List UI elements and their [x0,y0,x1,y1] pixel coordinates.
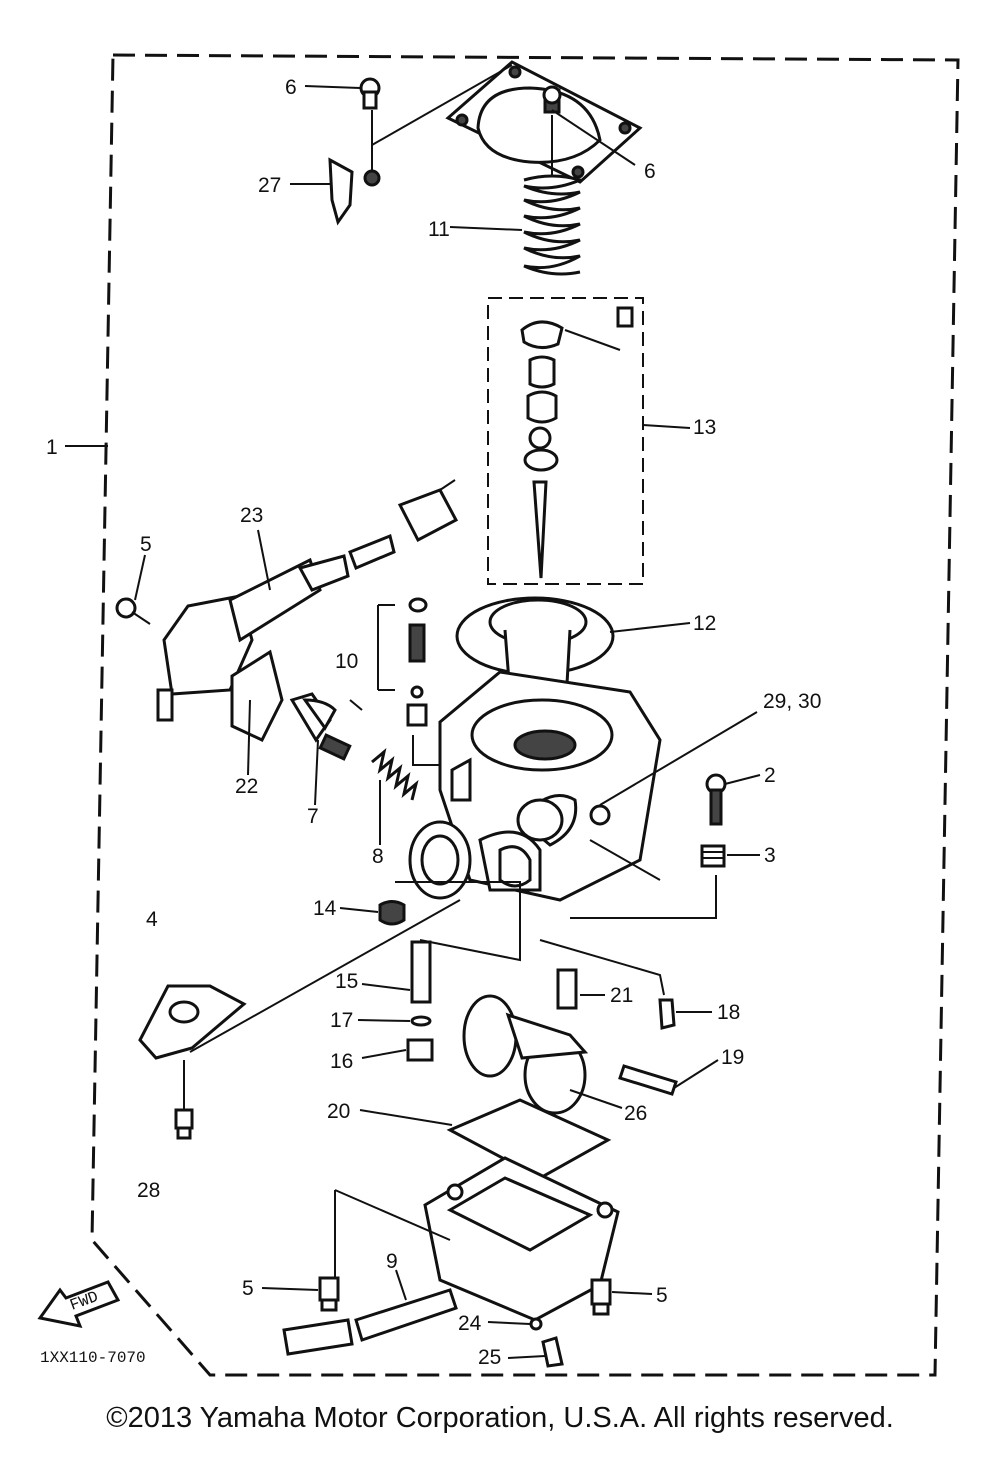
clamp-27 [328,157,381,226]
callout-26: 26 [624,1102,647,1125]
callout-24: 24 [458,1312,482,1335]
leader-jets [395,881,521,962]
screw-5-bottom-right [590,1278,612,1316]
callout-13: 13 [693,416,716,439]
needle-kit-parts [520,306,634,579]
pilot-screw-set-10 [377,597,440,766]
callout-16: 16 [330,1050,353,1073]
callout-29-30: 29, 30 [763,690,821,713]
top-cover [445,60,643,184]
needle-kit-box [487,297,644,585]
main-jet-16 [406,1038,434,1062]
copyright-notice: ©2013 Yamaha Motor Corporation, U.S.A. A… [106,1402,894,1434]
callout-12: 12 [693,612,716,635]
callout-25: 25 [478,1346,501,1369]
spring-3 [700,844,726,868]
leader-2 [589,839,661,881]
callout-11: 11 [428,218,450,241]
leader-3 [570,875,717,919]
oring-17 [410,1015,432,1027]
carburetor-body [408,670,662,902]
fwd-arrow-icon: FWD [37,1280,121,1329]
fwd-label: FWD [68,1288,101,1315]
callout-22: 22 [235,775,258,798]
callout-3: 3 [764,844,776,867]
drain-hose-9 [282,1288,458,1356]
callout-6-top: 6 [285,76,297,99]
callout-28: 28 [137,1179,160,1202]
spring-11 [523,115,585,276]
float-bowl [423,1156,620,1322]
callout-5-left: 5 [140,533,152,556]
callout-8: 8 [372,845,384,868]
oring-24 [529,1317,543,1331]
callout-14: 14 [313,897,337,920]
drain-screw-25 [541,1336,564,1368]
callout-20: 20 [327,1100,350,1123]
callout-7: 7 [307,805,319,828]
leader-18 [539,939,665,996]
throttle-screw-7 [289,692,363,761]
plug-14 [378,900,406,926]
leader-5-left [334,1189,451,1278]
callout-2: 2 [764,764,776,787]
callout-27: 27 [258,174,281,197]
callout-4: 4 [146,908,158,931]
needle-valve-18 [658,998,676,1030]
bracket-4 [138,984,247,1060]
callout-1: 1 [46,436,58,459]
callout-23: 23 [240,504,263,527]
screw-28 [174,1060,194,1140]
callout-5-bottom-right: 5 [656,1284,668,1307]
cover-screw [542,85,562,114]
callout-21: 21 [610,984,633,1007]
callout-6-cover: 6 [644,160,656,183]
spring-8 [371,748,419,801]
callout-19: 19 [721,1046,744,1069]
callout-17: 17 [330,1009,353,1032]
callout-9: 9 [386,1250,398,1273]
screw-top-left [359,77,381,110]
callout-5-bottom-left: 5 [242,1277,254,1300]
float-pin-19 [618,1064,678,1096]
pilot-jet-21 [556,968,578,1010]
main-nozzle-15 [410,940,432,1004]
screw-5-bottom-left [318,1276,340,1312]
diagram-code: 1XX110-7070 [40,1349,146,1367]
callout-labels: 6 6 27 11 13 1 23 5 12 10 29, 30 2 22 7 … [46,76,821,1369]
screw-2 [705,773,727,826]
gasket-20 [446,1098,612,1180]
assembly-boundary [90,53,960,1377]
gasket-22 [230,649,284,742]
screw-5-left [115,597,151,625]
carburetor-exploded-diagram: FWD 1XX110-7070 6 6 2 [37,53,960,1377]
callout-10: 10 [335,650,358,673]
throttle-sensor-23 [156,479,459,722]
clamp-leader [371,64,513,146]
callout-15: 15 [335,970,358,993]
float-26 [462,994,589,1115]
callout-leaders [65,85,761,1359]
leader-bracket [189,899,461,1053]
callout-18: 18 [717,1001,740,1024]
